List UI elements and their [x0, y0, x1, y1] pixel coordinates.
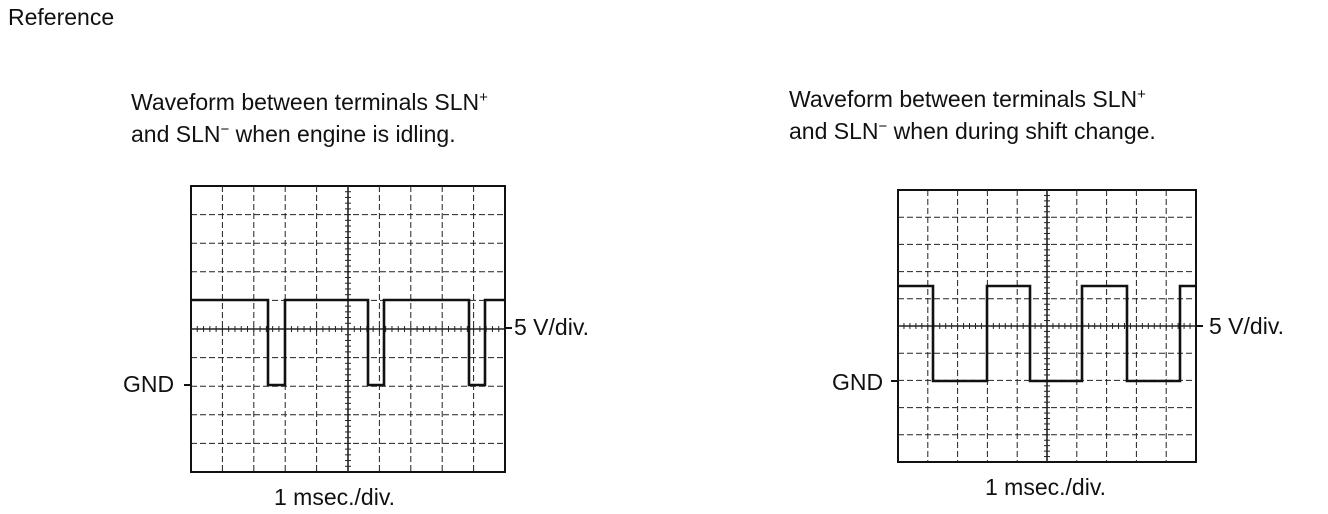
panel-2-caption-line-2: and SLN− when during shift change.: [789, 118, 1156, 144]
panel-2-caption-line-1: Waveform between terminals SLN+: [789, 86, 1146, 112]
panel-1-volt-div-label: 5 V/div.: [514, 314, 589, 340]
panel-1-gnd-label: GND: [123, 371, 175, 397]
scope-panel-2: [891, 189, 1203, 463]
scope-1-grid: [184, 185, 512, 473]
section-label: Reference: [8, 4, 115, 30]
panel-2-volt-div-label: 5 V/div.: [1209, 313, 1284, 339]
panel-1-caption-line-1: Waveform between terminals SLN+: [131, 89, 488, 115]
panel-2-gnd-label: GND: [832, 369, 884, 395]
scope-1-waveform: [191, 298, 505, 387]
panel-1-time-div-label: 1 msec./div.: [274, 484, 395, 510]
panel-2-time-div-label: 1 msec./div.: [985, 474, 1106, 500]
panel-1-caption: Waveform between terminals SLN+ and SLN−…: [131, 86, 488, 150]
scope-2-waveform: [898, 284, 1196, 383]
scope-2-grid: [891, 189, 1203, 463]
panel-1-caption-line-2: and SLN− when engine is idling.: [131, 121, 456, 147]
scope-panel-1: [184, 185, 512, 473]
panel-2-caption: Waveform between terminals SLN+ and SLN−…: [789, 83, 1156, 147]
